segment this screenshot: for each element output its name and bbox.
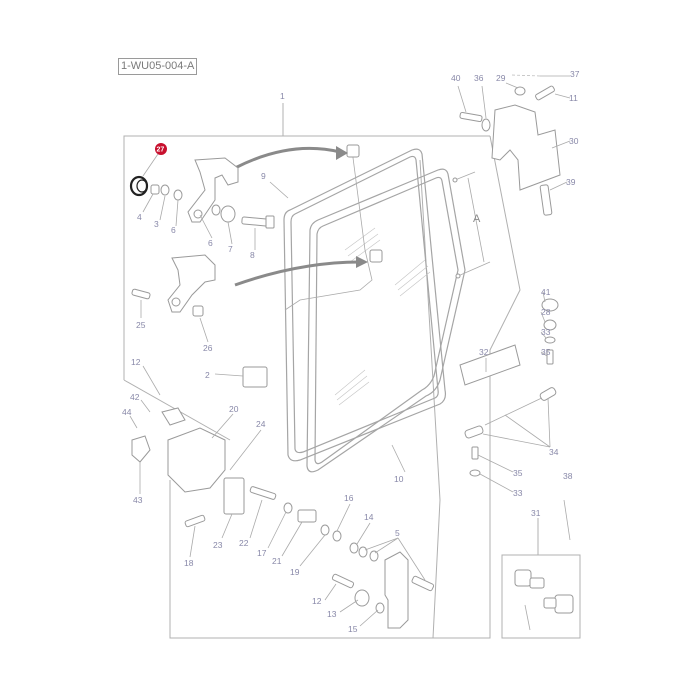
callout-1: 1 [280,91,285,101]
callout-7: 7 [228,244,233,254]
callout-4: 4 [137,212,142,222]
callout-30: 30 [569,136,579,146]
callout-24: 24 [256,419,266,429]
assembly-arrows [234,146,368,287]
callout-12: 12 [131,357,141,367]
callout-39: 39 [566,177,576,187]
callout-19: 19 [290,567,300,577]
callout-9: 9 [261,171,266,181]
callout-20: 20 [229,404,239,414]
callout-17: 17 [257,548,267,558]
callout-44: 44 [122,407,132,417]
svg-text:27: 27 [157,147,165,154]
callout-23: 23 [213,540,223,550]
callout-14: 14 [364,512,374,522]
latch-rod [284,144,383,311]
callout-35: 35 [541,347,551,357]
callout-5: 5 [395,528,400,538]
callout-35: 35 [513,468,523,478]
callout-38: 38 [563,471,573,481]
callout-42: 42 [130,392,140,402]
callout-6: 6 [208,238,213,248]
callout-3: 3 [154,219,159,229]
hinge-lower [131,254,216,317]
callout-31: 31 [531,508,541,518]
latch-23 [184,477,342,542]
callout-15: 15 [348,624,358,634]
callout-34: 34 [549,447,559,457]
small-hardware [150,184,275,388]
callout-25: 25 [136,320,146,330]
dimension-a: A [452,171,491,279]
callout-36: 36 [474,73,484,83]
highlight-badge [155,143,167,155]
hinge-30 [459,74,561,216]
glass-panel-10 [306,168,466,473]
door-frame-9 [283,148,447,462]
callout-16: 16 [344,493,354,503]
leader-lines [129,75,571,627]
callout-33: 33 [541,327,551,337]
callout-28: 28 [541,307,551,317]
callout-41: 41 [541,287,551,297]
callout-10: 10 [394,474,404,484]
callout-13: 13 [327,609,337,619]
outer-handle-5 [331,542,435,629]
part-27-highlighted: 27 [129,143,167,197]
diagram-reference-code: 1-WU05-004-A [118,58,198,75]
callout-18: 18 [184,558,194,568]
callout-6: 6 [171,225,176,235]
gas-strut-34 [459,298,559,477]
callout-21: 21 [272,556,282,566]
lock-set-31 [514,499,574,631]
callout-43: 43 [133,495,143,505]
callout-33: 33 [513,488,523,498]
callout-40: 40 [451,73,461,83]
callout-37: 37 [570,69,580,79]
callout-12: 12 [312,596,322,606]
catch-bracket-20 [131,407,226,493]
callout-11: 11 [569,93,578,103]
callout-8: 8 [250,250,255,260]
callout-29: 29 [496,73,506,83]
callout-labels: 1 4 3 6 6 7 8 9 25 26 2 12 42 44 43 20 2… [122,69,580,634]
dimension-label: A [473,213,481,225]
callout-32: 32 [479,347,489,357]
callout-26: 26 [203,343,213,353]
callout-22: 22 [239,538,249,548]
callout-2: 2 [205,370,210,380]
hinge-upper [187,157,239,223]
